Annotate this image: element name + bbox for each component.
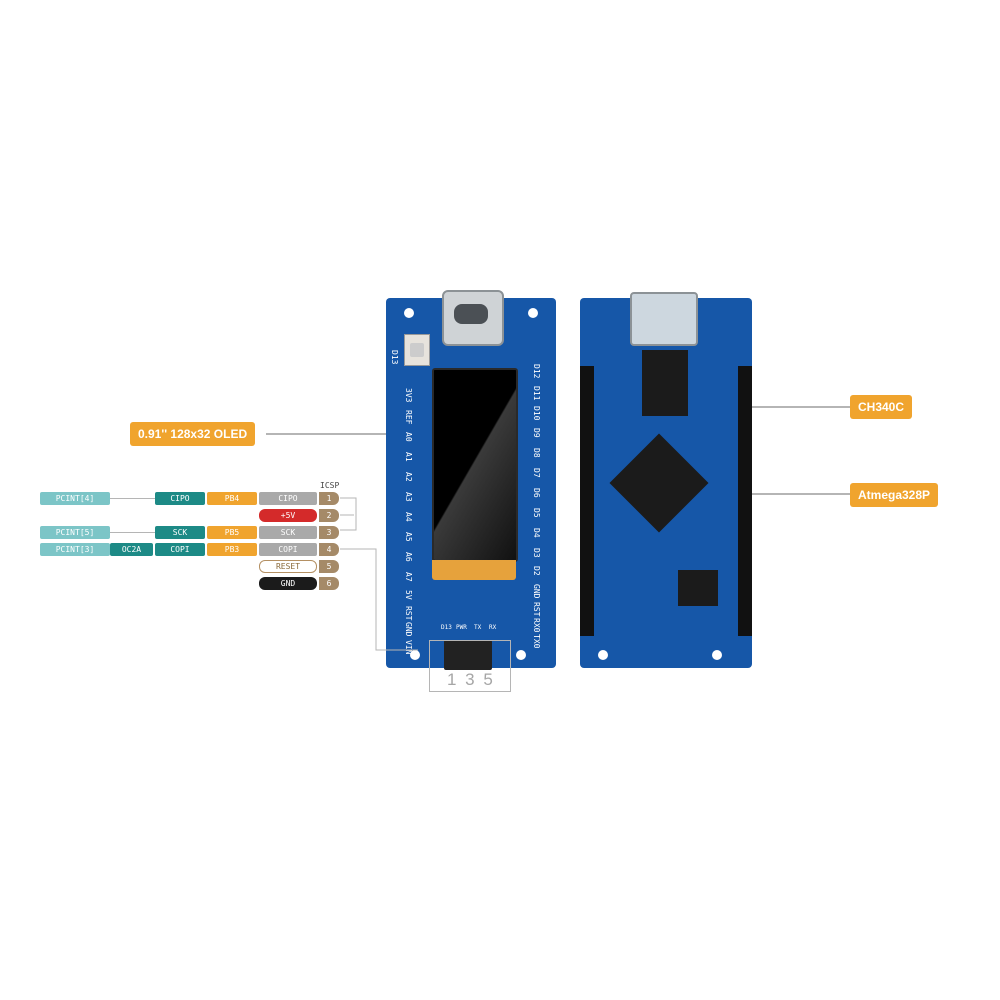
- icsp-pin-5: 5: [319, 560, 339, 573]
- oled-display: [432, 368, 518, 562]
- func-copi-tag: COPI: [155, 543, 205, 556]
- pcint-5-tag: PCINT[5]: [40, 526, 110, 539]
- pin-label: D10: [532, 406, 541, 421]
- alt-oc2a-tag: OC2A: [110, 543, 153, 556]
- pin-label: D2: [532, 566, 541, 576]
- ch340c-leader-line: [660, 406, 850, 408]
- func-sck-tag: SCK: [155, 526, 205, 539]
- pin-label: A3: [404, 492, 413, 502]
- pin-label: RST: [532, 602, 541, 617]
- pin-label: 5V: [404, 590, 413, 600]
- left-pin-header: [580, 366, 594, 636]
- sig-cipo-tag: CIPO: [259, 492, 317, 505]
- sig-sck-tag: SCK: [259, 526, 317, 539]
- sig-copi-tag: COPI: [259, 543, 317, 556]
- ch340c-chip: [642, 350, 688, 416]
- back-board: [580, 292, 752, 668]
- usb-c-connector-back: [630, 292, 698, 346]
- front-board: [386, 290, 556, 670]
- connector-line: [110, 532, 155, 533]
- pin-label: D9: [532, 428, 541, 438]
- pin-label: D12: [532, 364, 541, 379]
- led-label-tx: TX: [474, 624, 482, 631]
- pin-label: D3: [532, 548, 541, 558]
- pin-label: A5: [404, 532, 413, 542]
- connector-line: [110, 498, 155, 499]
- right-pin-header: [738, 366, 752, 636]
- pin-label: A7: [404, 572, 413, 582]
- icsp-outline: [429, 640, 511, 692]
- led-label-rx: RX: [489, 624, 497, 631]
- oled-leader-line: [266, 433, 462, 435]
- pcint-4-tag: PCINT[4]: [40, 492, 110, 505]
- sig-5v-tag: +5V: [259, 509, 317, 522]
- usb-c-connector: [442, 290, 504, 346]
- pin-label: D5: [532, 508, 541, 518]
- icsp-pin-1: 1: [319, 492, 339, 505]
- sig-reset-tag: RESET: [259, 560, 317, 573]
- icsp-bottom-numbers: 1 3 5: [447, 670, 495, 689]
- icsp-pin-3: 3: [319, 526, 339, 539]
- oled-callout: 0.91'' 128x32 OLED: [130, 422, 256, 446]
- icsp-pin-6: 6: [319, 577, 339, 590]
- pin-label: A6: [404, 552, 413, 562]
- pin-label: D7: [532, 468, 541, 478]
- pin-label: VIN: [404, 640, 413, 655]
- mount-hole: [404, 308, 414, 318]
- pcint-3-tag: PCINT[3]: [40, 543, 110, 556]
- sig-gnd-tag: GND: [259, 577, 317, 590]
- pin-label: GND: [532, 584, 541, 599]
- port-pb4-tag: PB4: [207, 492, 257, 505]
- pin-label: D13: [390, 350, 399, 365]
- icsp-pin-2: 2: [319, 509, 339, 522]
- port-pb3-tag: PB3: [207, 543, 257, 556]
- pin-label: TX0: [532, 634, 541, 649]
- pin-label: GND: [404, 622, 413, 637]
- mount-hole: [516, 650, 526, 660]
- pin-label: D6: [532, 488, 541, 498]
- icsp-title: ICSP: [320, 481, 340, 490]
- regulator: [678, 570, 718, 606]
- icsp-bracket-lines: [340, 497, 418, 651]
- led-label-pwr: PWR: [456, 624, 467, 631]
- pin-label: RX0: [532, 618, 541, 633]
- oled-flex: [432, 560, 516, 580]
- port-pb5-tag: PB5: [207, 526, 257, 539]
- mount-hole: [410, 650, 420, 660]
- pin-label: REF: [404, 410, 413, 425]
- pin-label: A1: [404, 452, 413, 462]
- pin-label: D8: [532, 448, 541, 458]
- atmega-callout: Atmega328P: [850, 483, 939, 507]
- pin-label: D11: [532, 386, 541, 401]
- pin-label: A2: [404, 472, 413, 482]
- atmega-chip: [609, 433, 709, 533]
- icsp-header: [444, 640, 492, 670]
- icsp-pin-4: 4: [319, 543, 339, 556]
- pin-label: D4: [532, 528, 541, 538]
- ch340c-callout: CH340C: [850, 395, 913, 419]
- reset-button[interactable]: [404, 334, 430, 366]
- mount-hole: [598, 650, 608, 660]
- pin-label: A0: [404, 432, 413, 442]
- func-cipo-tag: CIPO: [155, 492, 205, 505]
- atmega-leader-line: [660, 493, 850, 495]
- pin-label: 3V3: [404, 388, 413, 403]
- led-label-d13: D13: [441, 624, 452, 631]
- pin-label: RST: [404, 606, 413, 621]
- mount-hole: [712, 650, 722, 660]
- mount-hole: [528, 308, 538, 318]
- pin-label: A4: [404, 512, 413, 522]
